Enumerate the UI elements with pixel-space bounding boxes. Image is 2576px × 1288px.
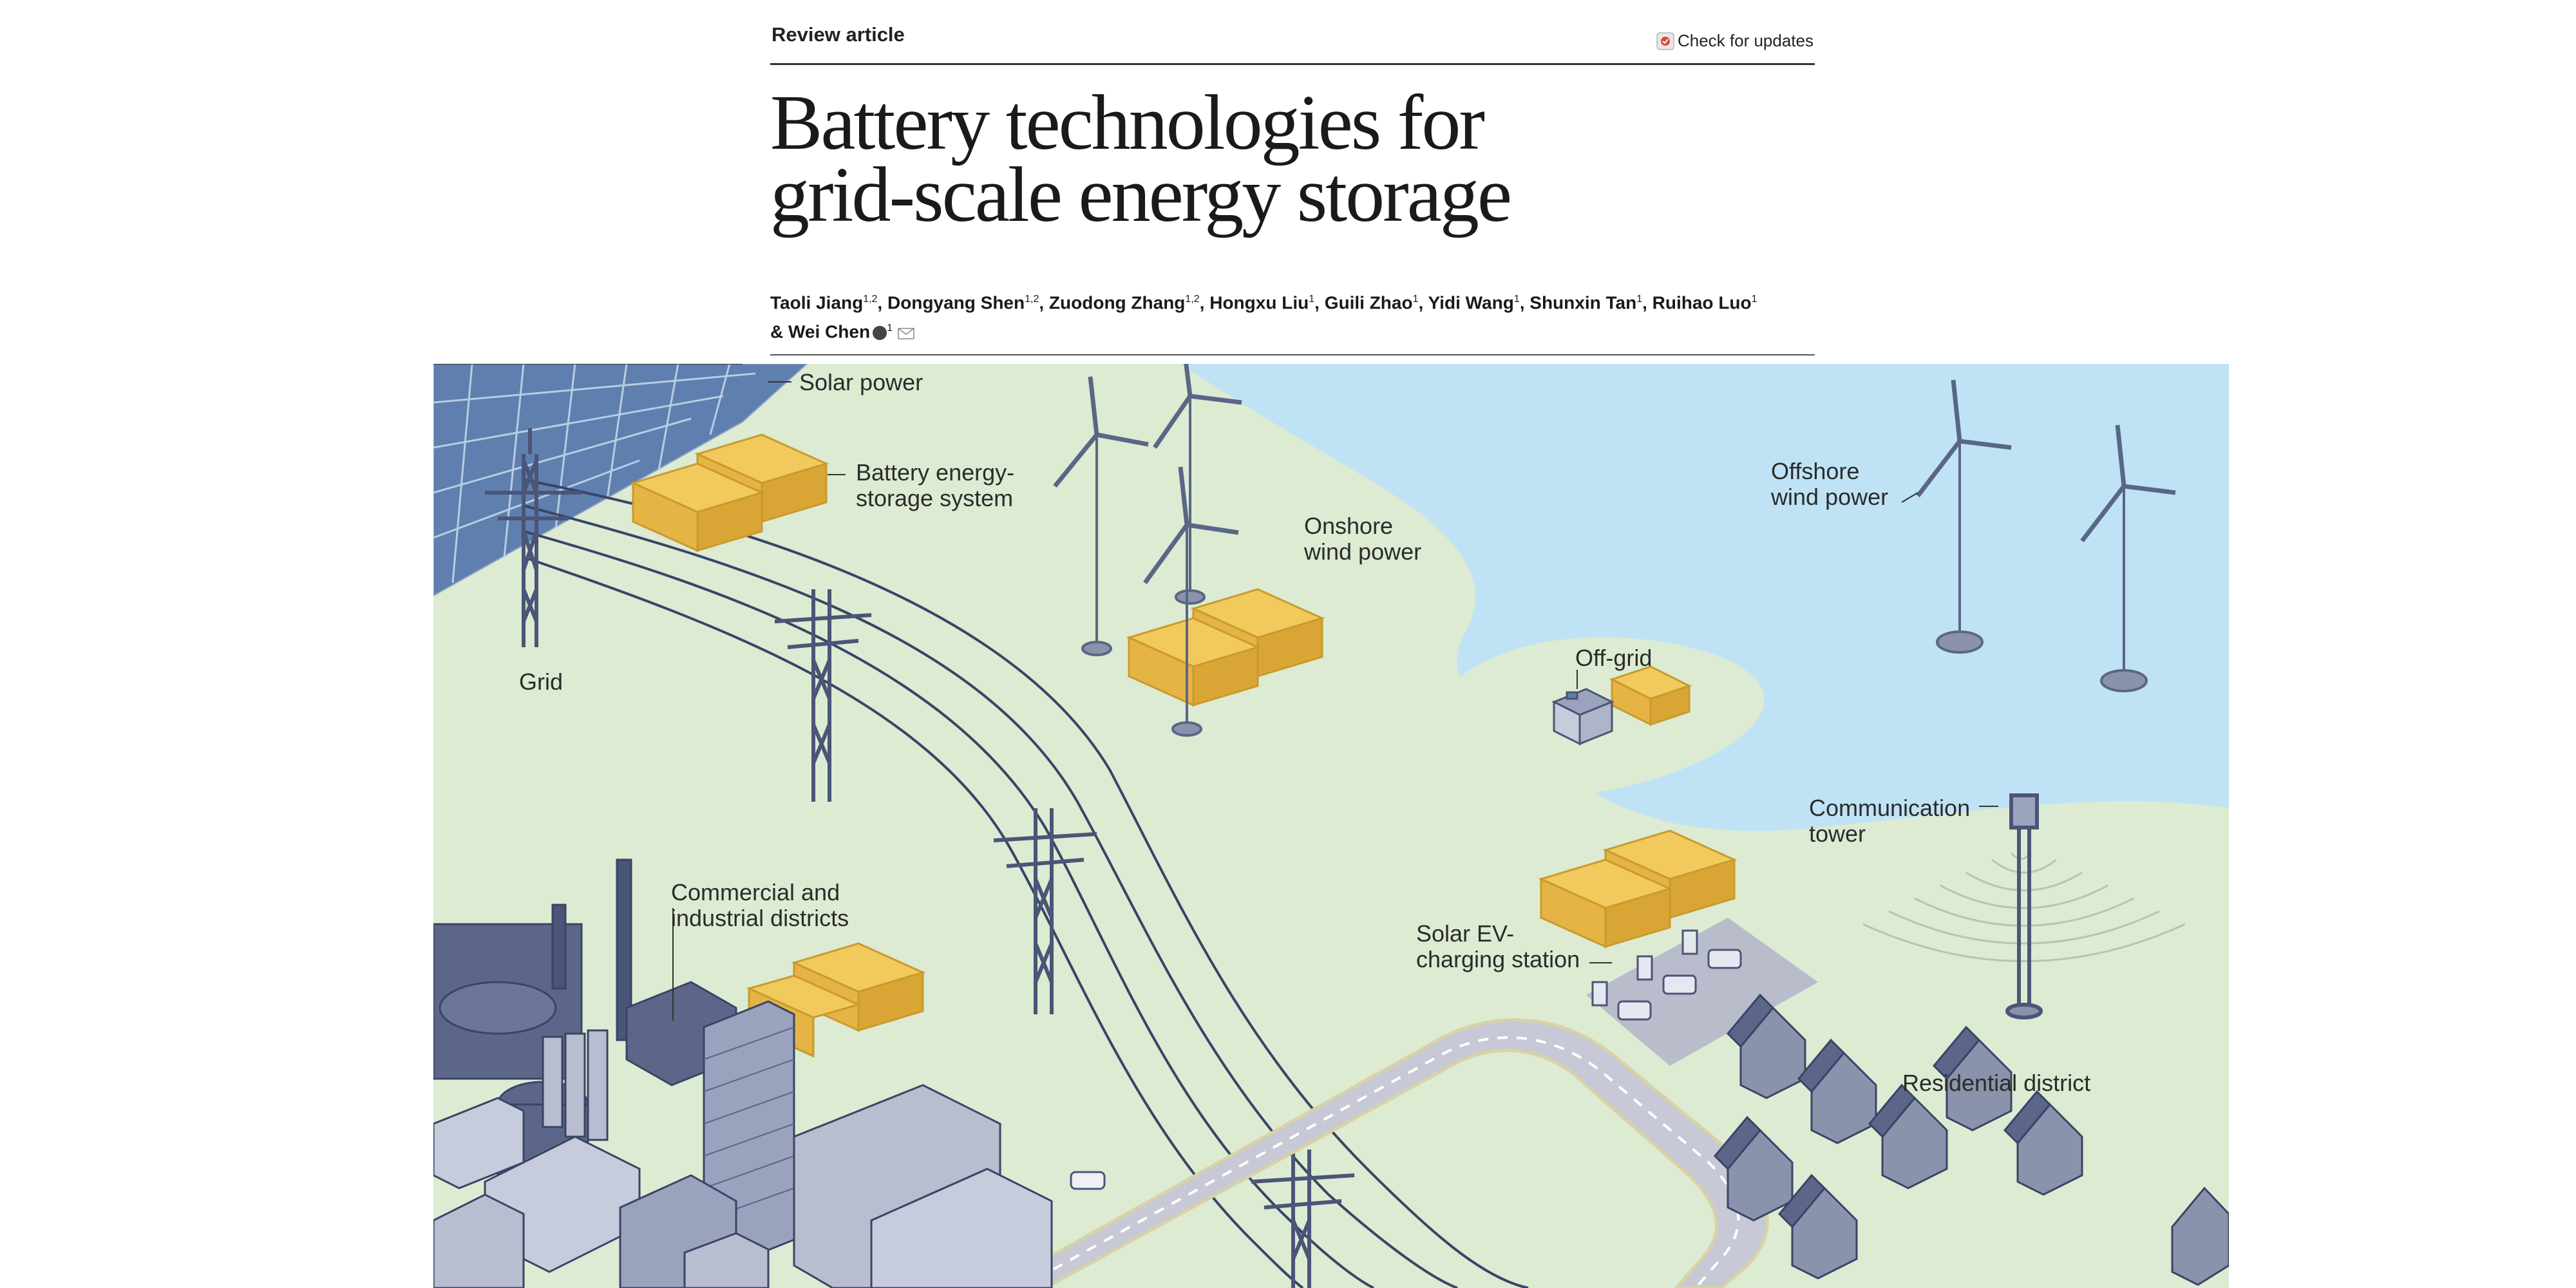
pylon <box>485 428 582 647</box>
grid-storage-illustration: Solar power Battery energy- storage syst… <box>433 364 2229 1288</box>
author-affiliation: 1 <box>1412 294 1419 305</box>
orcid-icon[interactable] <box>873 325 887 340</box>
author-affiliation: 1,2 <box>1025 294 1039 305</box>
pylon <box>1251 1150 1355 1288</box>
author-affiliation: 1 <box>887 323 893 334</box>
author-list: Taoli Jiang1,2, Dongyang Shen1,2, Zuodon… <box>770 287 1815 355</box>
article-title: Battery technologies for grid-scale ener… <box>770 79 1815 238</box>
wind-turbine <box>1916 379 2012 654</box>
wind-turbine <box>1143 466 1239 737</box>
battery-storage-units <box>630 433 1738 1058</box>
pylon <box>993 808 1097 1014</box>
author-affiliation: 1,2 <box>1185 294 1200 305</box>
offgrid-house <box>1551 688 1615 746</box>
author-name[interactable]: Dongyang Shen <box>887 292 1025 313</box>
article-type-label: Review article <box>772 23 905 46</box>
leader-lines <box>433 364 1998 1021</box>
water-area <box>1180 364 2229 831</box>
author-name[interactable]: Wei Chen <box>788 321 871 342</box>
label-bess-line1: Battery energy- <box>856 459 1014 486</box>
battery-unit <box>630 433 829 553</box>
check-for-updates-link[interactable]: Check for updates <box>1656 31 1814 51</box>
communication-tower <box>1862 793 2186 1019</box>
ev-car <box>1662 974 1697 995</box>
house <box>1726 993 1806 1099</box>
house <box>2003 1090 2083 1196</box>
label-residential: Residential district <box>1902 1070 2090 1096</box>
author-name[interactable]: Zuodong Zhang <box>1048 292 1186 313</box>
wind-turbines <box>1053 364 2176 737</box>
label-onshore-line2: wind power <box>1303 538 1421 565</box>
house <box>2171 1186 2229 1286</box>
header-top-row: Review article Check for updates <box>770 18 1815 65</box>
battery-unit <box>1126 588 1325 707</box>
label-offshore-line1: Offshore <box>1771 458 1859 484</box>
check-updates-text: Check for updates <box>1677 31 1814 50</box>
author-affiliation: 1 <box>1751 294 1757 305</box>
battery-unit <box>1538 829 1738 949</box>
label-grid: Grid <box>519 668 563 695</box>
author-name[interactable]: Hongxu Liu <box>1209 292 1309 313</box>
chimney <box>616 858 632 1041</box>
author-line-1: Taoli Jiang1,2, Dongyang Shen1,2, Zuodon… <box>770 292 1757 313</box>
label-comm-line1: Communication <box>1809 795 1970 821</box>
label-offshore-line2: wind power <box>1770 484 1888 510</box>
label-offgrid: Off-grid <box>1575 645 1652 671</box>
label-onshore-line1: Onshore <box>1304 513 1393 539</box>
label-bess-line2: storage system <box>856 485 1013 511</box>
author-affiliation: 1 <box>1636 294 1643 305</box>
commercial-buildings <box>619 1000 1053 1288</box>
house <box>1713 1115 1794 1222</box>
author-affiliation: 1,2 <box>863 294 878 305</box>
road <box>990 1018 1769 1288</box>
residential-houses <box>1713 993 2229 1286</box>
label-commercial-line1: Commercial and <box>671 879 840 905</box>
battery-unit <box>1609 665 1692 726</box>
author-affiliation: 1 <box>1513 294 1520 305</box>
label-ev-line1: Solar EV- <box>1416 920 1514 947</box>
house <box>1868 1083 1948 1189</box>
check-updates-icon <box>1656 32 1674 50</box>
author-name[interactable]: Taoli Jiang <box>770 292 864 313</box>
wind-turbine <box>1153 364 1242 605</box>
author-affiliation: 1 <box>1309 294 1315 305</box>
ev-car <box>1707 949 1742 969</box>
wind-turbine <box>2080 424 2176 692</box>
ev-charging-station <box>1586 918 1818 1066</box>
chimney <box>551 904 567 990</box>
author-name[interactable]: Ruihao Luo <box>1652 292 1752 313</box>
label-solar-power: Solar power <box>799 369 923 395</box>
ev-car <box>1617 1000 1652 1021</box>
label-comm-line2: tower <box>1809 820 1866 847</box>
house <box>1777 1173 1858 1280</box>
label-commercial-line2: industrial districts <box>671 905 849 931</box>
house <box>1932 1025 2012 1132</box>
road-car <box>1070 1171 1106 1190</box>
article-header: Review article Check for updates Battery… <box>770 18 1815 355</box>
figure-labels: Solar power Battery energy- storage syst… <box>519 369 2090 1096</box>
label-ev-line2: charging station <box>1416 946 1580 972</box>
grid-pylons <box>485 428 1355 1288</box>
author-name[interactable]: Guili Zhao <box>1324 292 1413 313</box>
author-name[interactable]: Yidi Wang <box>1428 292 1514 313</box>
title-line-1: Battery technologies for <box>770 79 1485 166</box>
mail-icon[interactable] <box>898 327 914 339</box>
illustration-svg: Solar power Battery energy- storage syst… <box>433 364 2229 1288</box>
house <box>1797 1038 1877 1144</box>
title-line-2: grid-scale energy storage <box>770 151 1512 238</box>
wind-turbine <box>1053 376 1149 656</box>
pylon <box>774 589 872 802</box>
author-name[interactable]: Shunxin Tan <box>1530 292 1637 313</box>
